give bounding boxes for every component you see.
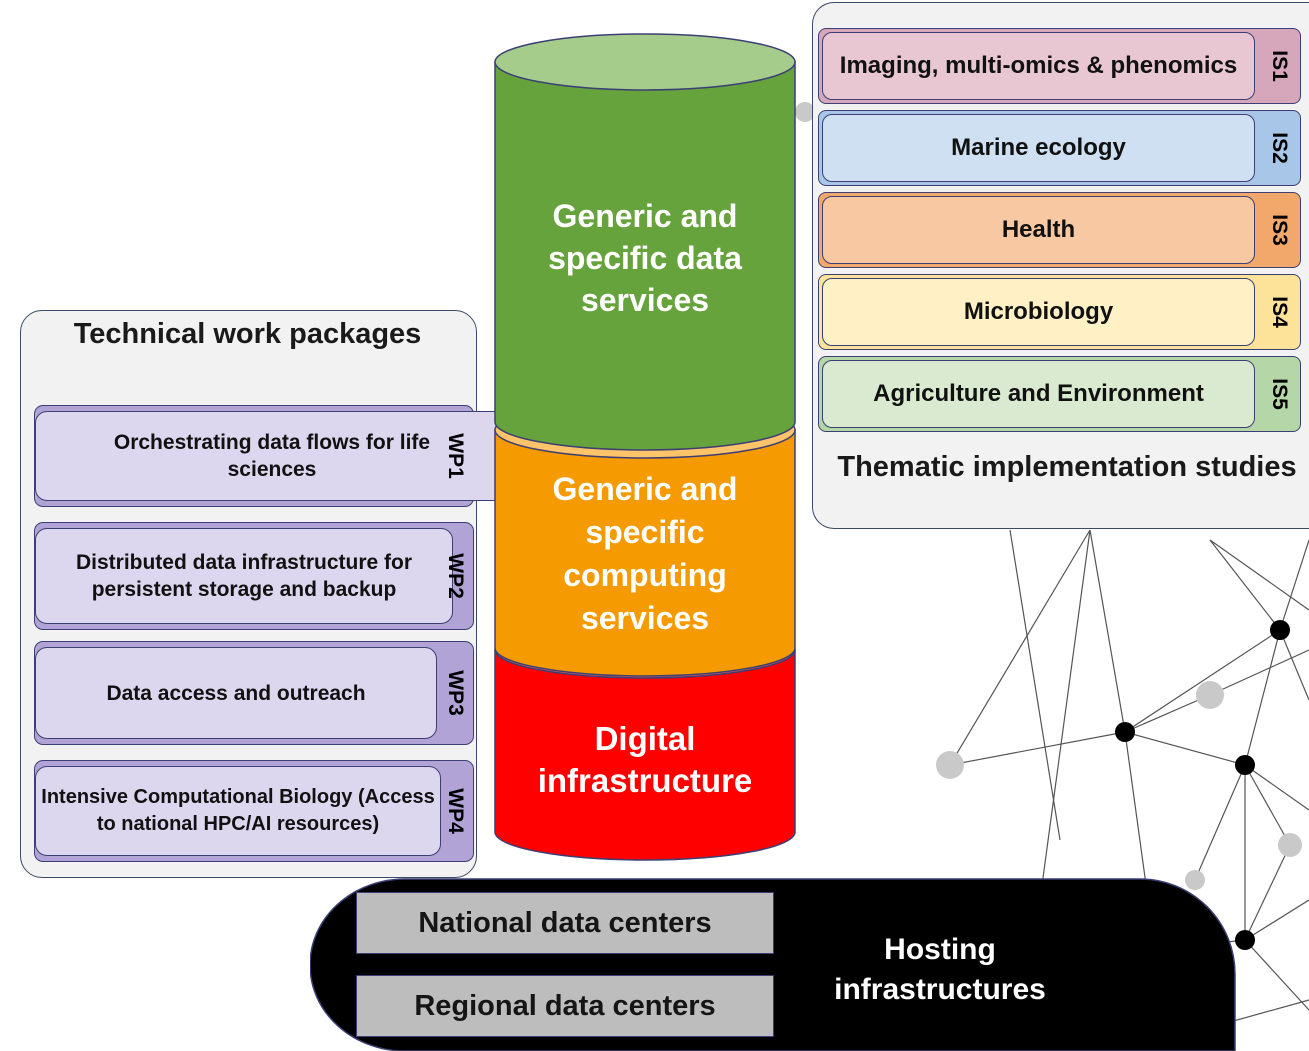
- is1-box: Imaging, multi-omics & phenomics IS1: [818, 28, 1301, 104]
- wp4-label: Intensive Computational Biology (Access …: [35, 766, 441, 856]
- national-data-centers-box: National data centers: [356, 892, 774, 954]
- wp4-tag: WP4: [444, 788, 468, 834]
- wp3-box: Data access and outreach WP3: [34, 641, 474, 745]
- services-cylinder: [494, 33, 796, 861]
- hosting-infrastructures-title: Hosting infrastructures: [834, 933, 1046, 1006]
- data-services-top: [494, 33, 796, 91]
- wp2-label: Distributed data infrastructure for pers…: [35, 528, 453, 624]
- is4-tag: IS4: [1268, 296, 1291, 328]
- is2-label: Marine ecology: [822, 114, 1255, 182]
- is5-box: Agriculture and Environment IS5: [818, 356, 1301, 432]
- is2-tag: IS2: [1268, 132, 1291, 164]
- wp4-box: Intensive Computational Biology (Access …: [34, 760, 474, 862]
- technical-work-packages-title: Technical work packages: [73, 318, 422, 350]
- is1-tag: IS1: [1268, 50, 1291, 82]
- is4-label: Microbiology: [822, 278, 1255, 346]
- is3-box: Health IS3: [818, 192, 1301, 268]
- wp3-tag: WP3: [444, 670, 468, 716]
- computing-services-label: Generic and specific computing services: [552, 471, 738, 636]
- computing-services-segment: [494, 429, 796, 677]
- regional-data-centers-box: Regional data centers: [356, 975, 774, 1037]
- wp3-label: Data access and outreach: [35, 647, 437, 739]
- data-services-label: Generic and specific data services: [548, 198, 742, 318]
- digital-infrastructure-segment: [494, 649, 796, 861]
- is3-tag: IS3: [1268, 214, 1291, 246]
- is5-label: Agriculture and Environment: [822, 360, 1255, 428]
- thematic-studies-title: Thematic implementation studies: [837, 451, 1297, 483]
- digital-infrastructure-label: Digital infrastructure: [537, 720, 753, 799]
- wp1-tag: WP1: [444, 433, 468, 479]
- is1-label: Imaging, multi-omics & phenomics: [822, 32, 1255, 100]
- wp2-tag: WP2: [444, 553, 468, 599]
- is5-tag: IS5: [1268, 378, 1291, 410]
- wp1-label: Orchestrating data flows for life scienc…: [35, 411, 509, 501]
- wp2-box: Distributed data infrastructure for pers…: [34, 522, 474, 630]
- wp1-box: Orchestrating data flows for life scienc…: [34, 405, 509, 507]
- data-services-segment: [494, 61, 796, 451]
- is2-box: Marine ecology IS2: [818, 110, 1301, 186]
- is4-box: Microbiology IS4: [818, 274, 1301, 350]
- is3-label: Health: [822, 196, 1255, 264]
